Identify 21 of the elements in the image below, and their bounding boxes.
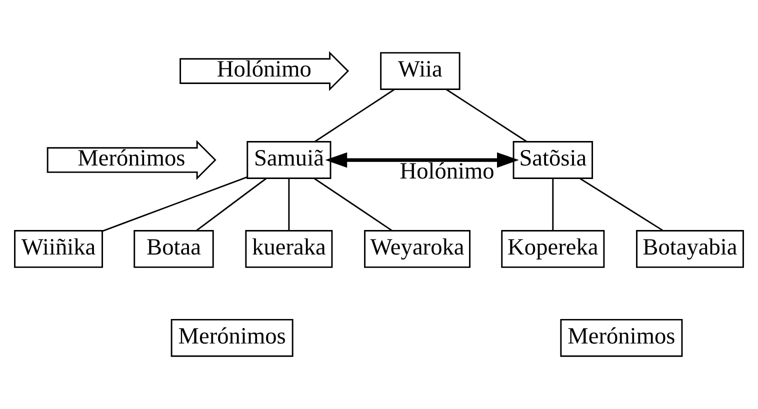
- connector: [314, 178, 392, 232]
- node-box: Wiia: [380, 52, 460, 90]
- node-box: kueraka: [245, 230, 333, 268]
- connector: [196, 178, 267, 232]
- node-box: Botaa: [134, 230, 214, 268]
- connector: [314, 88, 395, 142]
- connector: [102, 176, 248, 232]
- edge-label: Holónimo: [400, 158, 494, 185]
- node-box: Satõsia: [512, 141, 593, 179]
- node-box: Wiiñika: [14, 230, 103, 268]
- node-box: Kopereka: [501, 230, 605, 268]
- node-box: Merónimos: [560, 318, 683, 357]
- node-box: Weyaroka: [364, 230, 470, 268]
- connector: [552, 178, 554, 231]
- node-box: Botayabia: [636, 230, 744, 268]
- node-box: Merónimos: [170, 318, 294, 357]
- arrow: [325, 152, 519, 168]
- node-box: Samuiã: [246, 141, 332, 179]
- connector: [580, 178, 664, 232]
- connector: [446, 88, 528, 142]
- connector: [288, 178, 290, 231]
